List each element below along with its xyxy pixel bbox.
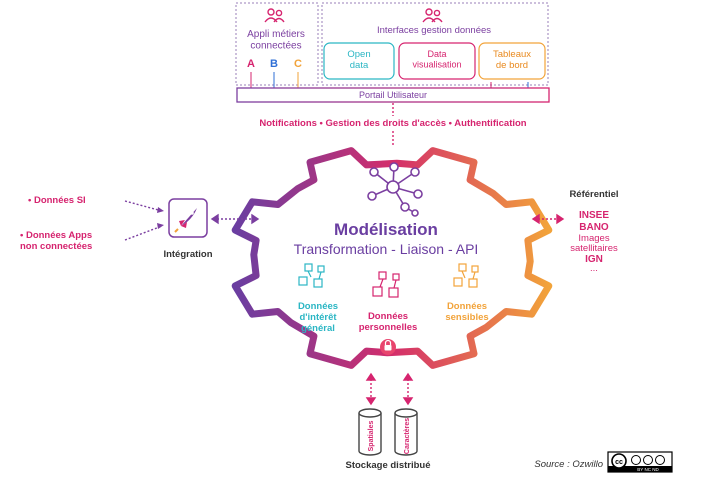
tableaux-de-bord-box <box>478 42 546 80</box>
referentiel-connector <box>531 213 565 225</box>
rocket-icon <box>174 205 200 233</box>
referentiel-ellipsis: ... <box>590 263 598 274</box>
center-title: Modélisation <box>334 220 438 239</box>
cylinder-caracteres <box>394 408 418 456</box>
lock-icon <box>380 339 396 355</box>
services-line: Notifications • Gestion des droits d'acc… <box>259 118 526 129</box>
arrow-head <box>157 207 164 213</box>
users-icon <box>264 8 285 23</box>
cylinder-caracteres-label: Caractères <box>404 418 411 454</box>
arrow-head <box>157 223 164 229</box>
referentiel-ign: IGN <box>585 254 603 265</box>
cubes-icon-personal <box>372 271 400 298</box>
referentiel-insee: INSEE <box>579 210 609 221</box>
storage-label: Stockage distribué <box>346 460 431 471</box>
center-subtitle: Transformation - Liaison - API <box>294 241 479 257</box>
cc-logo-text: cc <box>615 459 623 466</box>
cc-terms-text: BY NC ND <box>637 467 659 472</box>
interfaces-group-box <box>321 2 549 86</box>
cubes-icon-general <box>298 263 325 288</box>
users-icon <box>422 8 443 23</box>
left-connectors <box>124 200 163 241</box>
data-visualisation-box <box>398 42 476 80</box>
portal-bar <box>236 87 550 103</box>
integration-gear-connector <box>210 213 260 225</box>
cylinder-spatiales-label: Spatiales <box>368 421 375 452</box>
integration-box <box>168 198 208 238</box>
referentiel-satellitaires: satellitaires <box>570 243 618 254</box>
open-data-box <box>323 42 395 80</box>
cylinder-spatiales <box>358 408 382 456</box>
app-letter-b: B <box>270 58 278 70</box>
referentiel-bano: BANO <box>579 222 609 233</box>
portal-label: Portail Utilisateur <box>359 90 427 100</box>
referentiel-title: Référentiel <box>569 189 618 200</box>
cubes-icon-sensitive <box>453 263 479 288</box>
source-text: Source : Ozwillo <box>534 459 603 470</box>
appli-group-box <box>235 2 319 86</box>
app-letter-c: C <box>294 58 302 70</box>
network-icon <box>367 162 423 217</box>
referentiel-images: Images <box>578 233 609 244</box>
app-letter-a: A <box>247 58 255 70</box>
storage-connectors <box>365 372 414 406</box>
integration-label: Intégration <box>163 249 212 260</box>
interfaces-title: Interfaces gestion données <box>377 25 491 36</box>
cc-license-badge: cc BY NC ND <box>607 451 673 473</box>
left-item-donnees-si: • Données SI <box>28 195 86 206</box>
